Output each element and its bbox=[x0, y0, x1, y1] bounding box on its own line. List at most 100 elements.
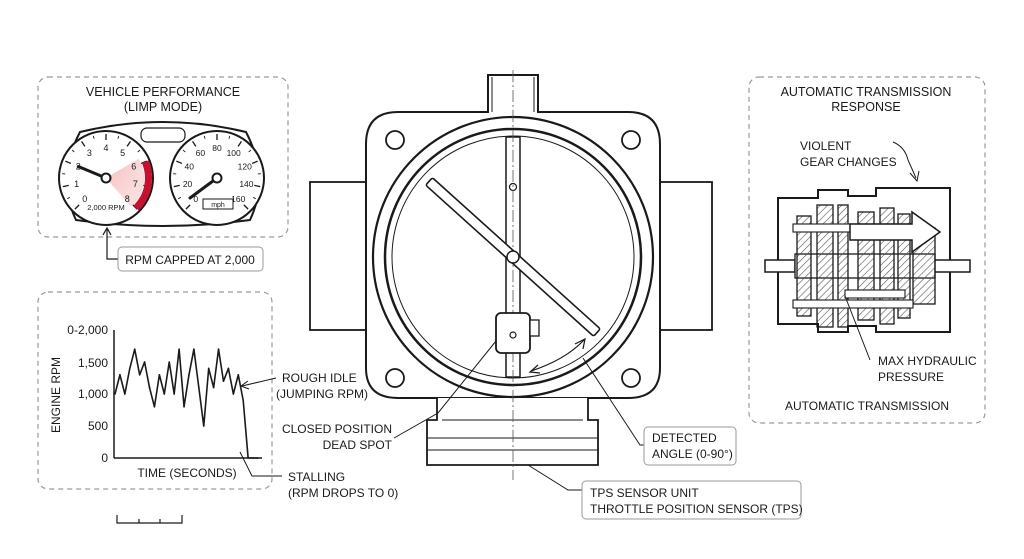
speedometer-unit: mph bbox=[211, 202, 225, 209]
rpm-point bbox=[124, 393, 126, 395]
rpm-point bbox=[217, 348, 220, 351]
ytick-0: 0 bbox=[101, 451, 108, 465]
rpm-point bbox=[232, 393, 235, 395]
tach-label-7: 7 bbox=[133, 179, 138, 189]
gear-change-arrowhead bbox=[909, 170, 920, 183]
rpm-point bbox=[114, 393, 116, 395]
ytick-2000: 0-2,000 bbox=[67, 323, 108, 337]
tachometer-limp-zone bbox=[106, 158, 144, 207]
gauge-tick bbox=[74, 204, 80, 210]
speedo-label-60: 60 bbox=[196, 148, 206, 158]
tachometer: 0 1 2 3 4 5 6 7 8 2,000 RPM bbox=[58, 130, 154, 226]
speedometer-ticks bbox=[173, 134, 261, 210]
gauge-minor-tick bbox=[182, 149, 186, 153]
closed-position-line1: CLOSED POSITION bbox=[282, 422, 392, 436]
speedo-label-80: 80 bbox=[212, 143, 222, 153]
ytick-1000: 1,000 bbox=[78, 387, 108, 401]
gauge-tick bbox=[173, 184, 180, 188]
closed-position-line2: DEAD SPOT bbox=[323, 438, 393, 452]
gear-set-2 bbox=[816, 204, 834, 328]
stalling-leader bbox=[239, 451, 282, 477]
gauge-minor-tick bbox=[203, 135, 206, 139]
detected-angle-line1: DETECTED bbox=[652, 431, 717, 445]
output-shaft bbox=[929, 259, 971, 273]
performance-panel-frame bbox=[37, 76, 289, 238]
gauge-minor-tick bbox=[177, 196, 182, 200]
gauge-minor-tick bbox=[252, 196, 257, 200]
rpm-point bbox=[173, 393, 175, 395]
speedometer-hub bbox=[211, 172, 223, 184]
speedo-label-140: 140 bbox=[239, 179, 253, 189]
rpm-point bbox=[237, 374, 240, 376]
gauge-minor-tick bbox=[117, 135, 120, 139]
gear-change-leader bbox=[892, 141, 917, 179]
gauge-tick bbox=[254, 184, 261, 188]
graph-ytick-labels: 0 500 1,000 1,500 0-2,000 bbox=[67, 323, 108, 465]
tps-housing bbox=[426, 398, 599, 466]
rpm-point bbox=[222, 380, 225, 383]
rpm-line bbox=[114, 348, 258, 459]
speedometer: 0 20 40 60 80 100 120 140 160 mph bbox=[169, 130, 265, 226]
closed-position-leader bbox=[393, 340, 497, 439]
performance-title-line2: (LIMP MODE) bbox=[124, 100, 202, 114]
stalling-line2: (RPM DROPS TO 0) bbox=[288, 486, 398, 500]
rpm-point bbox=[257, 457, 259, 459]
rpm-cap-callout: RPM CAPPED AT 2,000 bbox=[125, 253, 255, 267]
speedo-label-20: 20 bbox=[183, 179, 193, 189]
throttle-body-callouts: CLOSED POSITION DEAD SPOT DETECTED ANGLE… bbox=[282, 340, 803, 520]
tps-label-box bbox=[581, 480, 802, 520]
gauge-tick bbox=[237, 141, 242, 147]
tps-line2: THROTTLE POSITION SENSOR (TPS) bbox=[590, 502, 803, 516]
tach-label-8: 8 bbox=[125, 194, 130, 204]
scale-bar bbox=[116, 515, 183, 524]
rpm-graph-frame bbox=[37, 291, 273, 490]
rpm-point bbox=[242, 399, 245, 402]
speedometer-needle bbox=[188, 176, 219, 200]
pressure-line2: PRESSURE bbox=[878, 370, 944, 384]
tps-line1: TPS SENSOR UNIT bbox=[590, 486, 699, 500]
rough-idle-leader bbox=[241, 377, 277, 387]
throttle-plate-pivot bbox=[506, 250, 520, 264]
throttle-body bbox=[309, 70, 713, 480]
angle-arrow-start bbox=[528, 364, 541, 374]
gauge-tick bbox=[81, 141, 86, 147]
tach-label-3: 3 bbox=[87, 148, 92, 158]
speedo-label-160: 160 bbox=[231, 194, 245, 204]
tachometer-hub bbox=[100, 172, 112, 184]
tps-sensor-pivot bbox=[509, 331, 517, 339]
rpm-point bbox=[168, 361, 171, 363]
angle-arc bbox=[530, 339, 585, 372]
rpm-point bbox=[133, 348, 136, 351]
bolt-hole-tr bbox=[621, 130, 641, 150]
gear-set-3 bbox=[837, 204, 849, 328]
ytick-500: 500 bbox=[88, 419, 108, 433]
gauge-minor-tick bbox=[137, 149, 141, 153]
gauge-tick bbox=[126, 141, 131, 147]
rpm-point bbox=[252, 457, 254, 459]
bolt-hole-bl bbox=[385, 368, 405, 388]
performance-panel: VEHICLE PERFORMANCE (LIMP MODE) 0 1 2 3 … bbox=[37, 76, 289, 272]
tps-connector bbox=[529, 319, 540, 337]
gauge-tick bbox=[176, 160, 183, 165]
tach-label-0: 0 bbox=[82, 194, 87, 204]
rpm-graph-panel: ENGINE RPM 0 500 1,000 1,500 0-2,000 TIM… bbox=[37, 291, 273, 524]
speedometer-labels: 0 20 40 60 80 100 120 140 160 bbox=[183, 143, 254, 204]
rpm-cap-callout-box bbox=[117, 246, 264, 272]
gauge-minor-tick bbox=[228, 135, 231, 139]
stalling-line1: STALLING bbox=[288, 470, 345, 484]
gear-set-1 bbox=[796, 215, 812, 317]
speedo-label-0: 0 bbox=[193, 194, 198, 204]
tach-label-6: 6 bbox=[131, 162, 136, 172]
rpm-point bbox=[207, 367, 210, 370]
shift-direction-arrow bbox=[849, 210, 942, 254]
rpm-point bbox=[148, 386, 151, 389]
pressure-leader bbox=[844, 295, 871, 361]
rough-idle-arrowhead bbox=[239, 380, 250, 390]
tps-leader bbox=[527, 464, 582, 491]
graph-xlabel: TIME (SECONDS) bbox=[137, 466, 236, 480]
tach-label-5: 5 bbox=[120, 148, 125, 158]
rpm-point bbox=[178, 348, 180, 351]
rpm-series bbox=[114, 348, 259, 459]
detected-angle-box bbox=[643, 426, 737, 466]
